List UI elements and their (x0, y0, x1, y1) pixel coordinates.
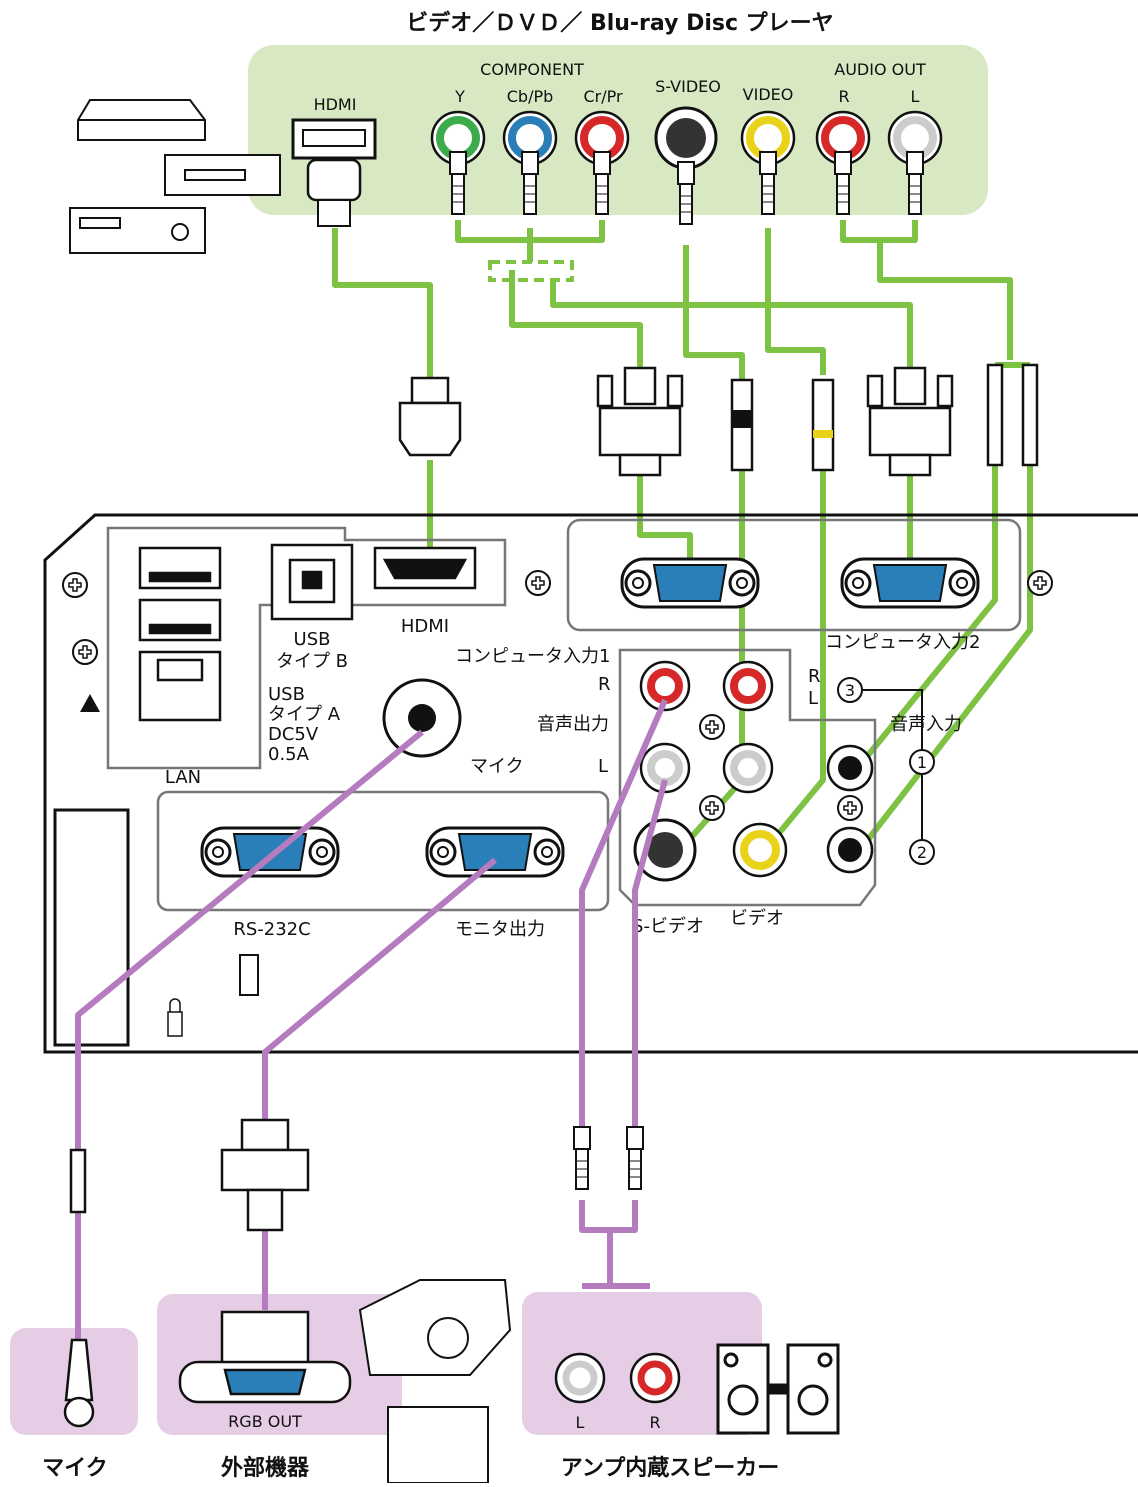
panel-audio-out-r2-jack (724, 662, 772, 710)
svg-text:3: 3 (845, 681, 855, 700)
purple-cables (78, 700, 665, 1340)
panel-hdmi-port (375, 548, 475, 588)
marker-2: 2 (910, 840, 934, 864)
lan-label: LAN (165, 767, 201, 788)
rs232c-label: RS-232C (233, 919, 310, 940)
mic-label: マイク (470, 756, 524, 777)
audio-in-r-label: R (808, 666, 821, 687)
audio-out-r-label: R (598, 674, 611, 695)
cr-label: Cr/Pr (583, 87, 623, 106)
stereo-plugs (988, 365, 1037, 465)
panel-video-jack (734, 824, 786, 876)
audio-out-l-label: L (598, 756, 608, 777)
screw-icon (526, 571, 550, 595)
usb-a-label: USB (268, 684, 305, 705)
source-title: ビデオ／ＤＶＤ／ Blu-ray Disc プレーヤ (406, 10, 833, 36)
amp-r-label: R (649, 1413, 660, 1432)
audio-in-l-label: L (808, 688, 818, 709)
speaker-icon (718, 1345, 838, 1433)
warning-triangle-icon (80, 694, 100, 712)
kensington-lock-icon (168, 999, 182, 1036)
computer-in2-label: コンピュータ入力2 (825, 632, 980, 653)
panel-audio-l-jack (724, 744, 772, 792)
usb-a-voltage-label: DC5V (268, 724, 319, 745)
audio-r-label: R (838, 87, 849, 106)
usb-b-type-label: タイプ B (276, 651, 348, 672)
screw-icon (63, 573, 87, 597)
screw-icon (700, 796, 724, 820)
amp-r-jack (631, 1354, 679, 1402)
marker-3: 3 (838, 678, 862, 702)
usb-a-current-label: 0.5A (268, 744, 310, 765)
speaker-caption: アンプ内蔵スピーカー (561, 1456, 779, 1481)
hdmi-plug (400, 378, 460, 455)
cb-label: Cb/Pb (507, 87, 554, 106)
usb-b-label: USB (294, 629, 331, 650)
audio-in-label: 音声入力 (890, 714, 962, 735)
audio-out-label: 音声出力 (537, 714, 609, 735)
mic-jack (384, 680, 460, 756)
screw-icon (700, 715, 724, 739)
mic-plug (71, 1150, 85, 1212)
lan-port (140, 652, 220, 720)
usb-a-type-label: タイプ A (268, 704, 341, 725)
marker-1: 1 (910, 750, 934, 774)
svideo-panel-label: S-ビデオ (632, 916, 704, 937)
svideo-plug (732, 380, 752, 470)
video-plug (813, 380, 833, 470)
monitor-out-plug (222, 1120, 308, 1230)
small-slot (240, 955, 258, 995)
external-caption: 外部機器 (221, 1455, 310, 1481)
vga-plug-2 (868, 368, 952, 475)
amp-l-label: L (576, 1413, 585, 1432)
panel-audio-in-jack-1 (828, 746, 872, 790)
svg-text:2: 2 (917, 843, 927, 862)
audio-l-label: L (911, 87, 920, 106)
usb-b-port (272, 545, 352, 619)
audio-out-label: AUDIO OUT (834, 60, 926, 79)
source-hdmi-label: HDMI (314, 95, 357, 114)
computer-in2-port (842, 559, 978, 607)
component-label: COMPONENT (480, 60, 584, 79)
svideo-label: S-VIDEO (655, 77, 721, 96)
usb-a-ports (140, 548, 220, 640)
screw-icon (73, 640, 97, 664)
computer-in1-port (622, 559, 758, 607)
panel-audio-in-jack-2 (828, 828, 872, 872)
screw-icon (1028, 571, 1052, 595)
rs232c-port (202, 828, 338, 876)
monitor-out-label: モニタ出力 (455, 919, 545, 940)
monitor-out-port (427, 828, 563, 876)
vga-plug-1 (598, 368, 682, 475)
panel-hdmi-label: HDMI (401, 616, 449, 637)
svg-text:1: 1 (917, 753, 927, 772)
rca-plugs-bottom (574, 1127, 643, 1189)
mic-caption: マイク (42, 1456, 108, 1481)
rgb-out-label: RGB OUT (228, 1412, 302, 1431)
amp-l-jack (556, 1354, 604, 1402)
video-label: VIDEO (743, 85, 794, 104)
svideo-jack (656, 108, 716, 168)
screw-icon (838, 796, 862, 820)
y-label: Y (454, 87, 465, 106)
adapter-dashed (490, 262, 572, 280)
computer-in1-label: コンピュータ入力1 (455, 646, 610, 667)
video-panel-label: ビデオ (730, 908, 784, 929)
